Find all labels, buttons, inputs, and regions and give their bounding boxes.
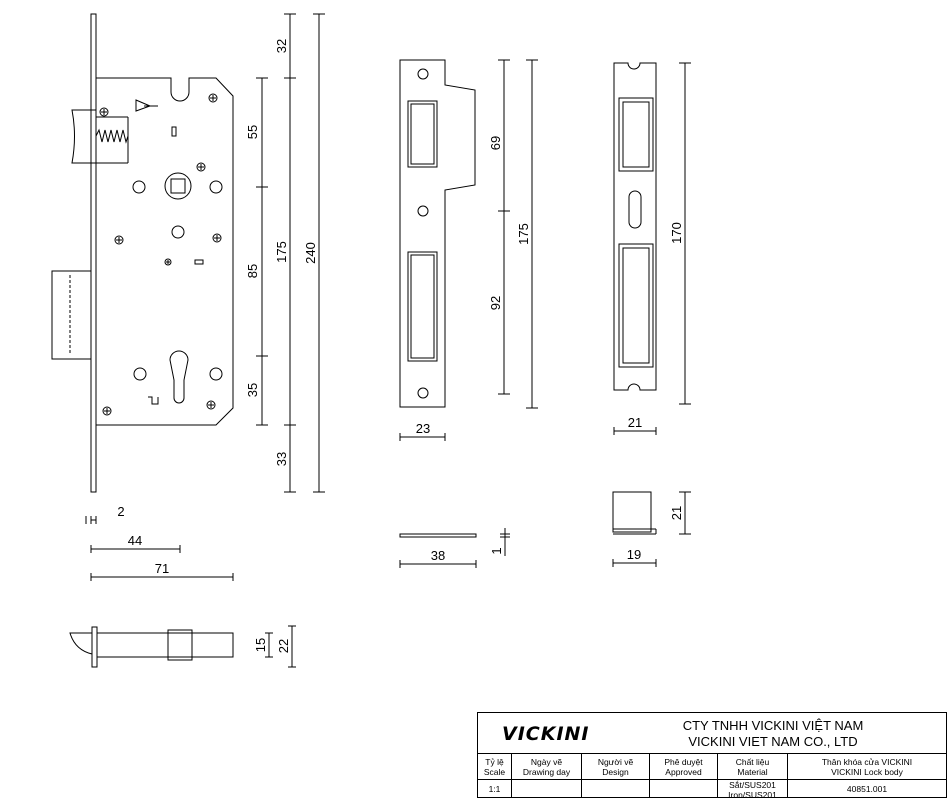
- deadbolt: [51, 270, 92, 360]
- dim-55: 55: [245, 125, 260, 139]
- dim-1: 1: [489, 547, 504, 554]
- dimension-labels: 32 55 175 240 85 35 33 2 44 71 15 22 69 …: [117, 39, 684, 653]
- strike-latch-opening: [407, 100, 438, 168]
- keeper-slot: [628, 190, 642, 229]
- title-block-header: VICKINI CTY TNHH VICKINI VIỆT NAM VICKIN…: [478, 713, 946, 754]
- keeper-dimension-lines: [613, 62, 691, 435]
- dim-33: 33: [274, 452, 289, 466]
- spindle-square: [170, 178, 186, 194]
- dim-32: 32: [274, 39, 289, 53]
- title-block: VICKINI CTY TNHH VICKINI VIỆT NAM VICKIN…: [477, 712, 947, 800]
- keeper-plate: [613, 62, 657, 391]
- material-value: Sắt/SUS201 Iron/SUS201: [718, 780, 788, 800]
- design-header: Người vẽ Design: [582, 754, 650, 780]
- material-header: Chất liệu Material: [718, 754, 788, 780]
- keeper-latch-opening: [618, 97, 654, 172]
- latch-bolt: [71, 109, 97, 164]
- lock-side-view: [69, 625, 296, 668]
- dim-21-height: 21: [669, 506, 684, 520]
- drawing-day-value: [512, 780, 582, 798]
- dim-175-strike: 175: [516, 223, 531, 245]
- company-name-vn: CTY TNHH VICKINI VIỆT NAM: [682, 718, 864, 733]
- dim-44: 44: [128, 533, 142, 548]
- vickini-logo: VICKINI: [502, 723, 590, 745]
- scale-value: 1:1: [478, 780, 512, 798]
- drawing-code: 40851.001: [846, 784, 888, 794]
- dim-71: 71: [155, 561, 169, 576]
- dim-2: 2: [117, 504, 124, 519]
- dim-22: 22: [276, 639, 291, 653]
- keeper-bolt-opening: [618, 243, 654, 368]
- dim-23: 23: [416, 421, 430, 436]
- lock-case: [95, 77, 234, 426]
- dim-35: 35: [245, 383, 260, 397]
- dim-170: 170: [669, 222, 684, 244]
- dim-92: 92: [488, 296, 503, 310]
- keeper-side-view: [612, 491, 652, 533]
- screw-holes: [99, 93, 222, 416]
- strike-bolt-opening: [407, 251, 438, 362]
- drawing-day-header: Ngày vẽ Drawing day: [512, 754, 582, 780]
- company-name-en: VICKINI VIET NAM CO., LTD: [688, 734, 858, 749]
- dim-19: 19: [627, 547, 641, 562]
- dim-21-width: 21: [628, 415, 642, 430]
- dim-15: 15: [253, 638, 268, 652]
- description-header: Thân khóa cửa VICKINI VICKINI Lock body: [788, 754, 946, 780]
- lock-dimension-lines: [85, 13, 325, 581]
- spindle-hub: [164, 172, 192, 200]
- dim-175-lock: 175: [274, 241, 289, 263]
- cylinder-hole: [169, 350, 189, 404]
- approved-value: [650, 780, 718, 798]
- strike-dimension-lines: [399, 59, 538, 441]
- approved-header: Phê duyệt Approved: [650, 754, 718, 780]
- design-value: [582, 780, 650, 798]
- strike-plate: [399, 59, 476, 408]
- scale-header: Tỷ lệ Scale: [478, 754, 512, 780]
- dim-69: 69: [488, 136, 503, 150]
- dim-85: 85: [245, 264, 260, 278]
- technical-drawing: 32 55 175 240 85 35 33 2 44 71 15 22 69 …: [51, 13, 691, 668]
- dim-240: 240: [303, 242, 318, 264]
- dim-38: 38: [431, 548, 445, 563]
- strike-side-view: [399, 533, 477, 538]
- faceplate: [90, 13, 97, 493]
- latch-spring: [95, 128, 129, 144]
